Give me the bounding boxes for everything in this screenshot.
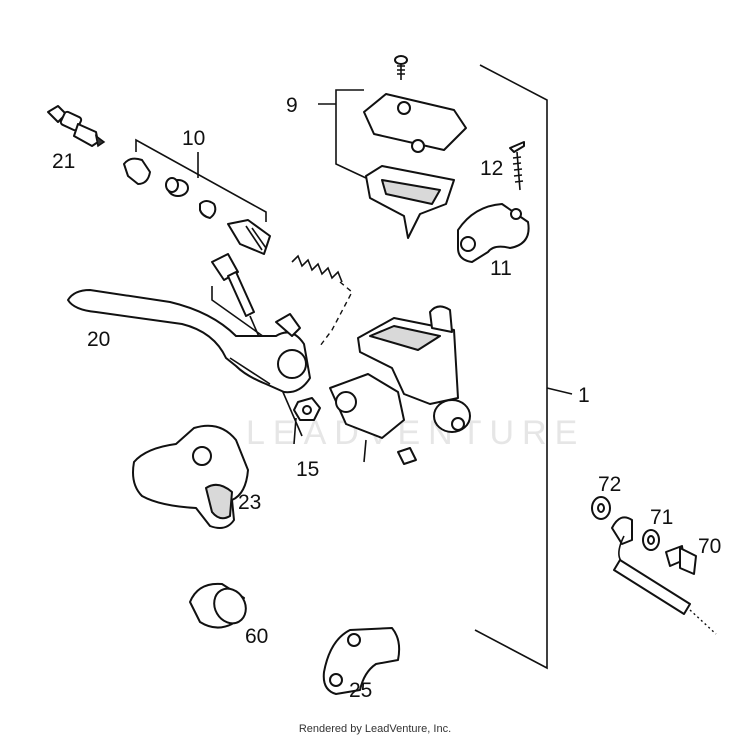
- part-23-lever-clamp: [132, 424, 249, 529]
- part-15-pivot-bolt: [211, 253, 321, 445]
- callout-71: 71: [650, 506, 673, 529]
- part-20-brake-lever: [67, 289, 311, 394]
- cover-screw: [394, 55, 408, 80]
- part-25-clamp: [322, 627, 401, 695]
- part-10-piston-kit: [123, 138, 271, 255]
- render-credit-footer: Rendered by LeadVenture, Inc.: [298, 723, 452, 735]
- callout-23: 23: [238, 491, 261, 514]
- callout-72: 72: [598, 473, 621, 496]
- part-60-bushing: [189, 582, 247, 629]
- callout-21: 21: [52, 150, 75, 173]
- callout-10: 10: [182, 127, 205, 150]
- part-21-bleeder-screw: [47, 105, 106, 148]
- part-11-clamp: [457, 203, 530, 263]
- callout-12: 12: [480, 157, 503, 180]
- callout-20: 20: [87, 328, 110, 351]
- callout-1: 1: [578, 384, 590, 407]
- part-12-clamp-screw: [509, 141, 525, 191]
- callout-11: 11: [490, 257, 512, 280]
- callout-25: 25: [349, 679, 372, 702]
- callout-60: 60: [245, 625, 268, 648]
- assembly-bracket-part-1: [474, 64, 573, 670]
- master-cylinder-body: [329, 305, 471, 463]
- callout-9: 9: [286, 94, 298, 117]
- callout-15: 15: [296, 458, 319, 481]
- part-9-reservoir-cover: [318, 89, 467, 239]
- callout-labels: 1 9 10 11 12 15 20 21 23 25 60 70 71 72: [52, 94, 721, 702]
- watermark-text: LEADVENTURE: [246, 414, 585, 452]
- brake-hose-assembly: [591, 496, 717, 635]
- body-screw: [397, 447, 417, 465]
- exploded-parts-diagram: LEADVENTURE: [47, 55, 721, 702]
- spring: [291, 254, 353, 347]
- callout-70: 70: [698, 535, 721, 558]
